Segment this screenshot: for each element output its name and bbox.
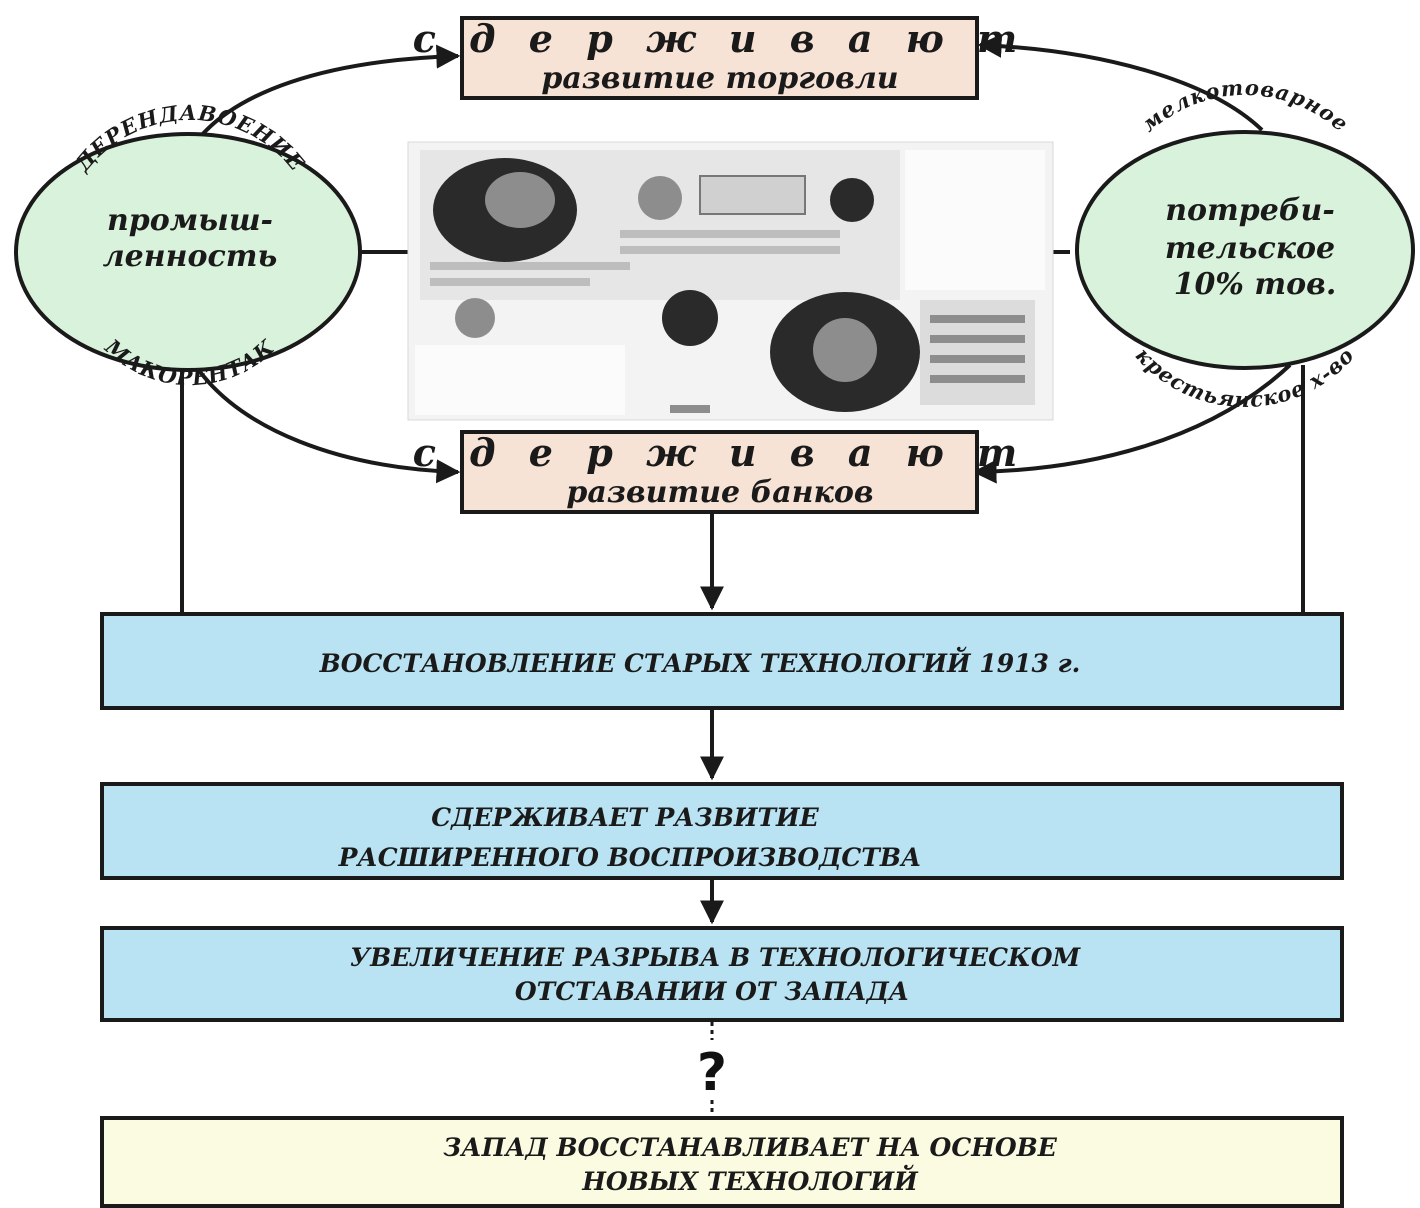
question-mark: ?: [697, 1043, 727, 1103]
flow-box-2-line1: СДЕРЖИВАЕТ РАЗВИТИЕ: [431, 803, 819, 832]
left-circle: ДЕРЕНДАВОЕНИЕ промыш- ленность МАКОРЕНТА…: [14, 100, 362, 390]
flow-box-4-line1: ЗАПАД ВОССТАНАВЛИВАЕТ НА ОСНОВЕ: [443, 1133, 1058, 1162]
middle-box: с д е р ж и в а ю т развитие банков: [413, 430, 1027, 514]
right-circle-line3: 10% тов.: [1174, 267, 1337, 302]
top-box: с д е р ж и в а ю т развитие торговли: [413, 16, 1027, 100]
connector-left-to-middle: [193, 363, 461, 484]
flow-box-2: СДЕРЖИВАЕТ РАЗВИТИЕ РАСШИРЕННОГО ВОСПРОИ…: [100, 782, 1344, 880]
banknotes-photo: [407, 141, 1054, 421]
flow-box-4: ЗАПАД ВОССТАНАВЛИВАЕТ НА ОСНОВЕ НОВЫХ ТЕ…: [100, 1116, 1344, 1208]
top-box-line1: с д е р ж и в а ю т: [413, 16, 1027, 61]
connector-left-to-top: [188, 44, 461, 152]
flow-box-4-line2: НОВЫХ ТЕХНОЛОГИЙ: [581, 1165, 919, 1196]
flow-box-1-text: ВОССТАНОВЛЕНИЕ СТАРЫХ ТЕХНОЛОГИЙ 1913 г.: [319, 647, 1081, 678]
left-circle-line2: ленность: [103, 239, 278, 274]
right-circle: мелкотоварное потреби- тельское 10% тов.…: [1075, 75, 1415, 412]
middle-box-line2: развитие банков: [566, 475, 873, 510]
flow-box-3-line1: УВЕЛИЧЕНИЕ РАЗРЫВА В ТЕХНОЛОГИЧЕСКОМ: [350, 943, 1082, 972]
right-circle-line2: тельское: [1165, 231, 1335, 266]
flow-box-2-line2: РАСШИРЕННОГО ВОСПРОИЗВОДСТВА: [338, 843, 922, 872]
flow-box-1: ВОССТАНОВЛЕНИЕ СТАРЫХ ТЕХНОЛОГИЙ 1913 г.: [100, 612, 1344, 710]
right-circle-arc-top: мелкотоварное: [1136, 75, 1353, 137]
connector-right-to-middle: [972, 363, 1292, 484]
flow-box-3: УВЕЛИЧЕНИЕ РАЗРЫВА В ТЕХНОЛОГИЧЕСКОМ ОТС…: [100, 926, 1344, 1022]
middle-box-line1: с д е р ж и в а ю т: [413, 430, 1027, 475]
flow-box-3-line2: ОТСТАВАНИИ ОТ ЗАПАДА: [515, 977, 909, 1006]
left-circle-line1: промыш-: [107, 203, 273, 238]
right-circle-line1: потреби-: [1165, 193, 1335, 228]
top-box-line2: развитие торговли: [541, 61, 898, 96]
connector-right-to-top: [977, 33, 1264, 132]
